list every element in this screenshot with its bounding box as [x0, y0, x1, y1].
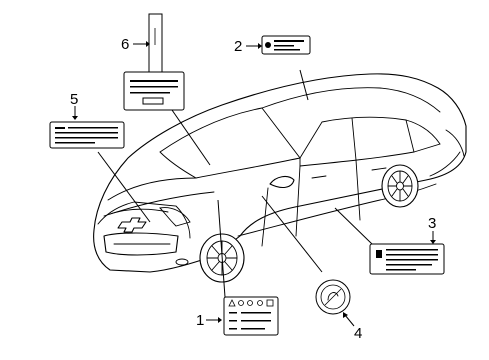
label-3 — [369, 243, 445, 275]
svg-text:3: 3 — [428, 215, 436, 232]
svg-text:1: 1 — [196, 312, 204, 329]
svg-text:4: 4 — [354, 325, 362, 342]
rear-wheel — [381, 164, 419, 208]
callout-2: 2 — [234, 38, 262, 55]
label-2 — [261, 35, 311, 55]
label-6-tag — [123, 13, 185, 111]
callout-4: 4 — [343, 312, 362, 342]
label-4 — [315, 279, 351, 315]
label-5 — [49, 121, 125, 149]
chevron-bowtie-emblem — [117, 217, 147, 233]
callout-1: 1 — [196, 312, 222, 329]
callout-6: 6 — [121, 36, 150, 53]
callout-5: 5 — [70, 91, 78, 120]
svg-text:5: 5 — [70, 91, 78, 108]
leader-lines — [97, 69, 373, 298]
car-body — [93, 73, 467, 273]
svg-text:2: 2 — [234, 38, 242, 55]
label-1 — [223, 296, 279, 336]
callout-3: 3 — [428, 215, 436, 244]
svg-text:6: 6 — [121, 36, 129, 53]
